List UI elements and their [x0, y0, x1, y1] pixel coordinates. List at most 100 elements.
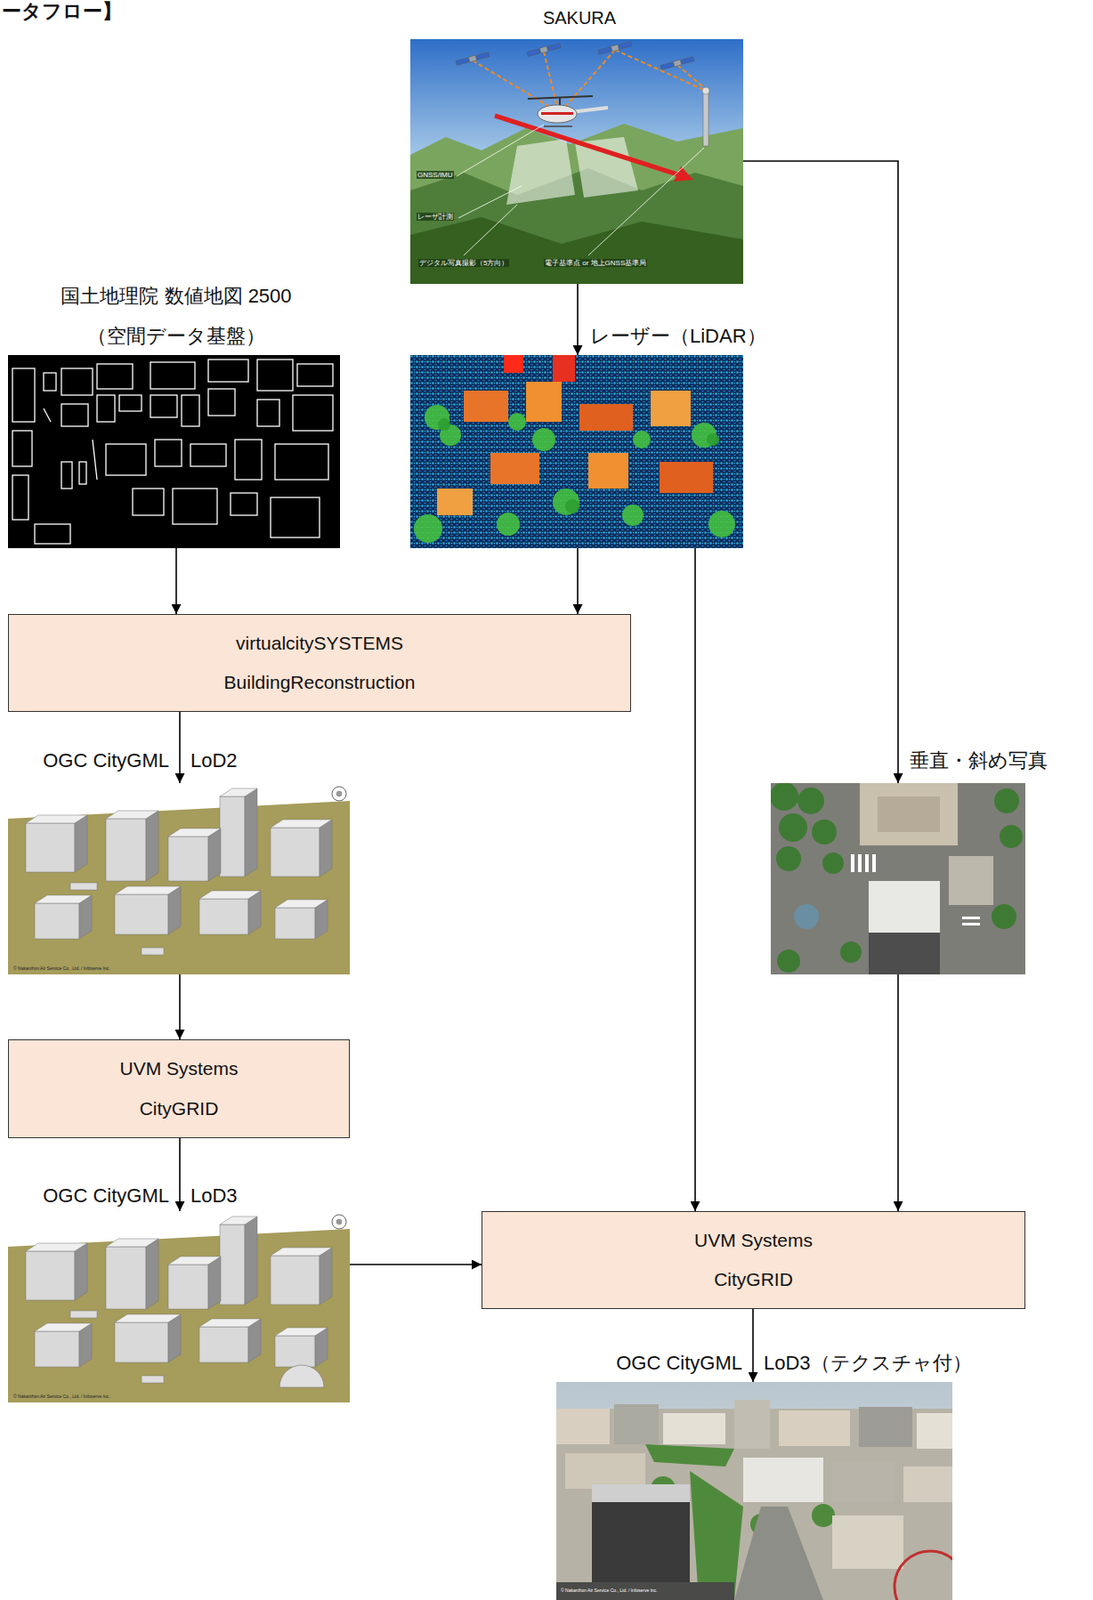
illustration-part — [234, 439, 262, 480]
illustration-part — [508, 412, 527, 431]
illustration-part — [832, 1515, 904, 1570]
illustration-part — [850, 854, 855, 873]
illustration-part — [991, 904, 1017, 930]
illustration-part — [556, 1582, 735, 1600]
illustration-part — [25, 1214, 347, 1384]
illustration-part — [660, 56, 695, 71]
illustration-part — [598, 40, 632, 56]
illustration-part — [962, 922, 980, 926]
textured-city-illustration — [556, 1382, 953, 1600]
panel-heading: LoD3 — [190, 1184, 238, 1208]
image-panel: 国土地理院 数値地図 2500（空間データ基盤） — [8, 355, 341, 549]
illustration-part — [579, 404, 633, 431]
base-map-illustration — [8, 355, 341, 549]
image-panel: レーザー（LiDAR） — [410, 355, 744, 549]
illustration-part — [230, 493, 258, 516]
illustration-part — [455, 51, 490, 66]
illustration-part — [463, 204, 518, 256]
illustration-part — [610, 44, 619, 52]
illustration-part — [673, 166, 694, 182]
illustration-part — [850, 854, 980, 926]
connectors — [176, 161, 899, 1383]
illustration-part — [622, 504, 644, 527]
illustration-part — [660, 62, 674, 70]
illustration-part — [270, 497, 320, 538]
illustration-part — [547, 43, 561, 51]
process-box: UVM Systems CityGRID — [481, 1211, 1026, 1310]
illustration-part — [999, 825, 1023, 849]
illustration-part — [61, 461, 73, 489]
illustration-part — [543, 125, 573, 128]
panel-heading: レーザー（LiDAR） — [590, 324, 767, 349]
illustration-part — [552, 355, 575, 382]
illustration-part — [490, 453, 540, 485]
illustration-part — [948, 856, 994, 906]
illustration-part — [591, 1502, 690, 1583]
illustration-part — [615, 49, 706, 91]
illustration-part — [903, 1466, 953, 1503]
flow-arrow — [694, 548, 697, 1212]
illustration-part — [840, 941, 862, 964]
illustration-part — [541, 112, 574, 115]
illustration-part — [410, 39, 744, 284]
illustration-part — [858, 854, 862, 873]
flow-arrow — [743, 161, 899, 784]
illustration-part — [706, 433, 720, 446]
image-panel: 垂直・斜め写真 — [770, 783, 1026, 975]
illustration-part — [663, 1413, 726, 1445]
illustration-part — [539, 46, 548, 54]
illustration-part — [61, 368, 93, 396]
image-panel: OGC CityGMLLoD3（テクスチャ付） — [556, 1382, 953, 1600]
illustration-part — [456, 124, 705, 256]
illustration-part — [503, 355, 524, 373]
illustration-part — [34, 524, 71, 544]
illustration-part — [894, 1551, 953, 1600]
flow-arrow — [178, 1138, 181, 1212]
illustration-part — [43, 372, 57, 391]
illustration-part — [537, 105, 577, 123]
illustration-part — [410, 217, 744, 284]
illustration-part — [677, 64, 708, 91]
lod2-illustration — [8, 783, 350, 975]
aerial-photo-illustration — [770, 783, 1026, 975]
illustration-part — [778, 813, 808, 843]
illustration-part — [410, 168, 744, 284]
panel-heading: 垂直・斜め写真 — [909, 749, 1048, 773]
illustration-part — [556, 1408, 610, 1445]
illustration-part — [506, 138, 575, 205]
illustration-part — [868, 932, 940, 975]
illustration-part — [872, 854, 876, 873]
panel-heading: OGC CityGML — [615, 1352, 743, 1376]
illustration-part — [413, 514, 443, 543]
illustration-part — [672, 59, 681, 67]
illustration-part — [734, 1400, 770, 1450]
illustration-part — [424, 404, 450, 430]
illustration-part — [770, 783, 799, 811]
illustration-part — [43, 408, 51, 422]
flow-arrow — [576, 283, 579, 356]
page-title: ータフロー】 — [1, 0, 122, 24]
illustration-part — [588, 147, 705, 256]
illustration-part — [777, 949, 801, 973]
illustration-part — [97, 364, 133, 389]
illustration-part — [154, 439, 182, 467]
illustration-part — [994, 788, 1020, 814]
illustration-part — [689, 1471, 744, 1600]
copyright-note: © Nakanihon Air Service Co., Ltd. / Info… — [12, 1394, 112, 1401]
illustration-part — [563, 49, 616, 109]
illustration-part — [25, 786, 347, 956]
illustration-part — [632, 430, 651, 449]
illustration-part — [292, 395, 333, 431]
illustration-part — [526, 48, 541, 57]
illustration-part — [105, 444, 146, 476]
flow-arrow — [178, 974, 181, 1040]
illustration-part — [12, 430, 33, 467]
illustration-part — [680, 56, 695, 65]
illustration-part — [734, 1506, 824, 1600]
illustration-part — [97, 395, 115, 422]
illustration-part — [468, 55, 477, 63]
illustration-part — [458, 186, 522, 219]
illustration-part — [132, 488, 164, 516]
illustration-part — [208, 359, 249, 382]
illustration-part — [437, 488, 473, 516]
